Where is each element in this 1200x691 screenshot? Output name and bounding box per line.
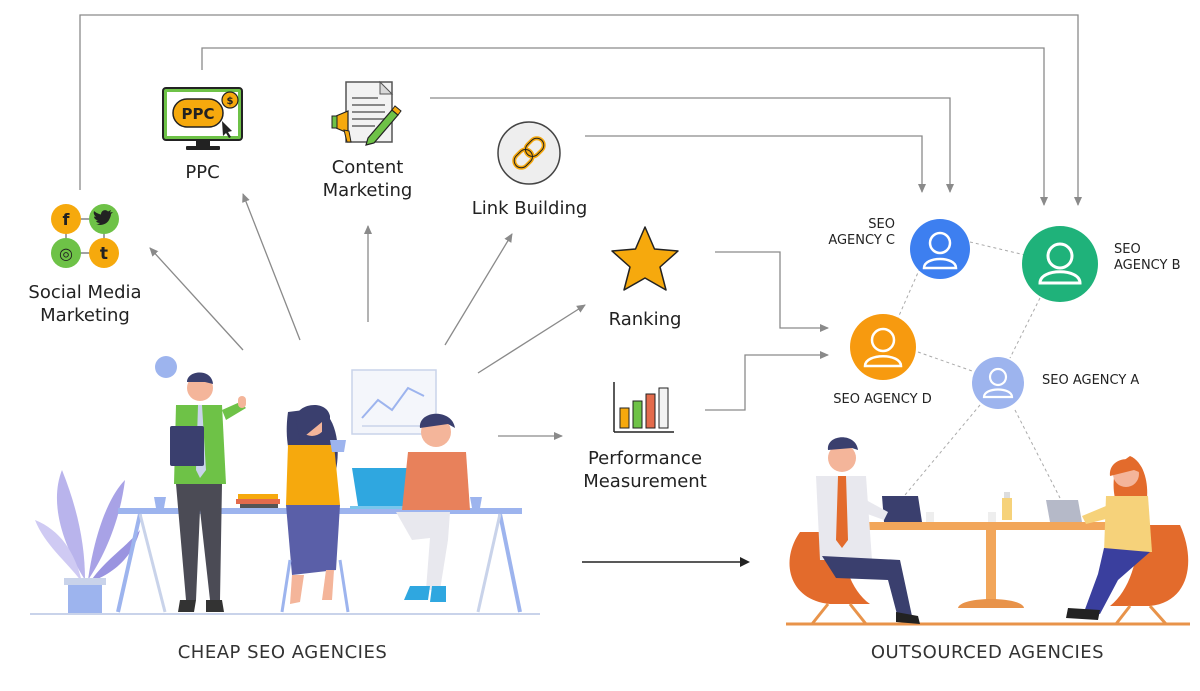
agency-network bbox=[897, 241, 1061, 499]
twitter-icon bbox=[89, 204, 119, 234]
connector-arrows bbox=[79, 14, 1082, 440]
seated-woman-figure bbox=[280, 404, 350, 613]
label-seo-agency-b: SEO AGENCY B bbox=[1114, 242, 1181, 274]
standing-man-figure bbox=[155, 356, 246, 612]
outsourced-man-figure bbox=[816, 437, 920, 624]
arrow-social-to-agency-b bbox=[79, 14, 1082, 206]
arrow-team-to-ppc bbox=[242, 193, 301, 341]
outsourced-agency-team-illustration bbox=[786, 437, 1190, 626]
svg-text:f: f bbox=[63, 210, 71, 229]
svg-text:PPC: PPC bbox=[182, 105, 215, 123]
label-ranking: Ranking bbox=[608, 309, 682, 330]
label-seo-agency-a: SEO AGENCY A bbox=[1042, 373, 1140, 388]
ppc-monitor-icon: PPC $ bbox=[162, 87, 243, 150]
label-seo-agency-d: SEO AGENCY D bbox=[833, 392, 932, 407]
arrow-ppc-to-agency-b bbox=[201, 47, 1048, 206]
plant-illustration bbox=[35, 470, 140, 614]
cheap-agency-team-illustration bbox=[30, 356, 540, 615]
label-link-building: Link Building bbox=[471, 198, 588, 219]
agency-d-avatar bbox=[850, 314, 916, 380]
label-ppc: PPC bbox=[185, 162, 220, 183]
agency-c-avatar bbox=[910, 219, 970, 279]
svg-text:◎: ◎ bbox=[59, 244, 73, 263]
arrow-team-to-link bbox=[444, 233, 513, 346]
arrow-content-to-agency-c bbox=[430, 97, 954, 193]
svg-text:t: t bbox=[100, 244, 108, 264]
agency-b-avatar bbox=[1022, 226, 1098, 302]
agency-a-avatar bbox=[972, 357, 1024, 409]
arrow-team-to-ranking bbox=[477, 304, 586, 374]
link-building-icon bbox=[497, 121, 561, 185]
arrow-performance-to-agency-d bbox=[705, 351, 829, 411]
facebook-icon: f bbox=[51, 204, 81, 234]
social-media-icon-cluster: f ◎ t bbox=[51, 204, 119, 268]
label-seo-agency-c: SEO AGENCY C bbox=[828, 217, 895, 249]
tumblr-icon: t bbox=[89, 238, 119, 268]
ranking-star-icon bbox=[611, 226, 679, 291]
label-performance-measurement: Performance Measurement bbox=[583, 448, 707, 492]
seated-man-figure bbox=[396, 413, 470, 602]
label-outsourced-agencies: OUTSOURCED AGENCIES bbox=[870, 642, 1105, 663]
label-cheap-seo-agencies: CHEAP SEO AGENCIES bbox=[177, 642, 388, 663]
arrow-team-to-social bbox=[149, 247, 244, 351]
arrow-ranking-to-agency-d bbox=[715, 251, 829, 332]
performance-chart-icon bbox=[613, 382, 674, 433]
svg-text:$: $ bbox=[227, 96, 234, 107]
outsourced-woman-figure bbox=[1066, 456, 1152, 620]
label-content-marketing: Content Marketing bbox=[322, 157, 413, 201]
content-marketing-icon bbox=[331, 80, 402, 146]
arrow-link-to-agency-c bbox=[585, 135, 926, 193]
instagram-icon: ◎ bbox=[51, 238, 81, 268]
label-social-media-marketing: Social Media Marketing bbox=[28, 282, 142, 326]
